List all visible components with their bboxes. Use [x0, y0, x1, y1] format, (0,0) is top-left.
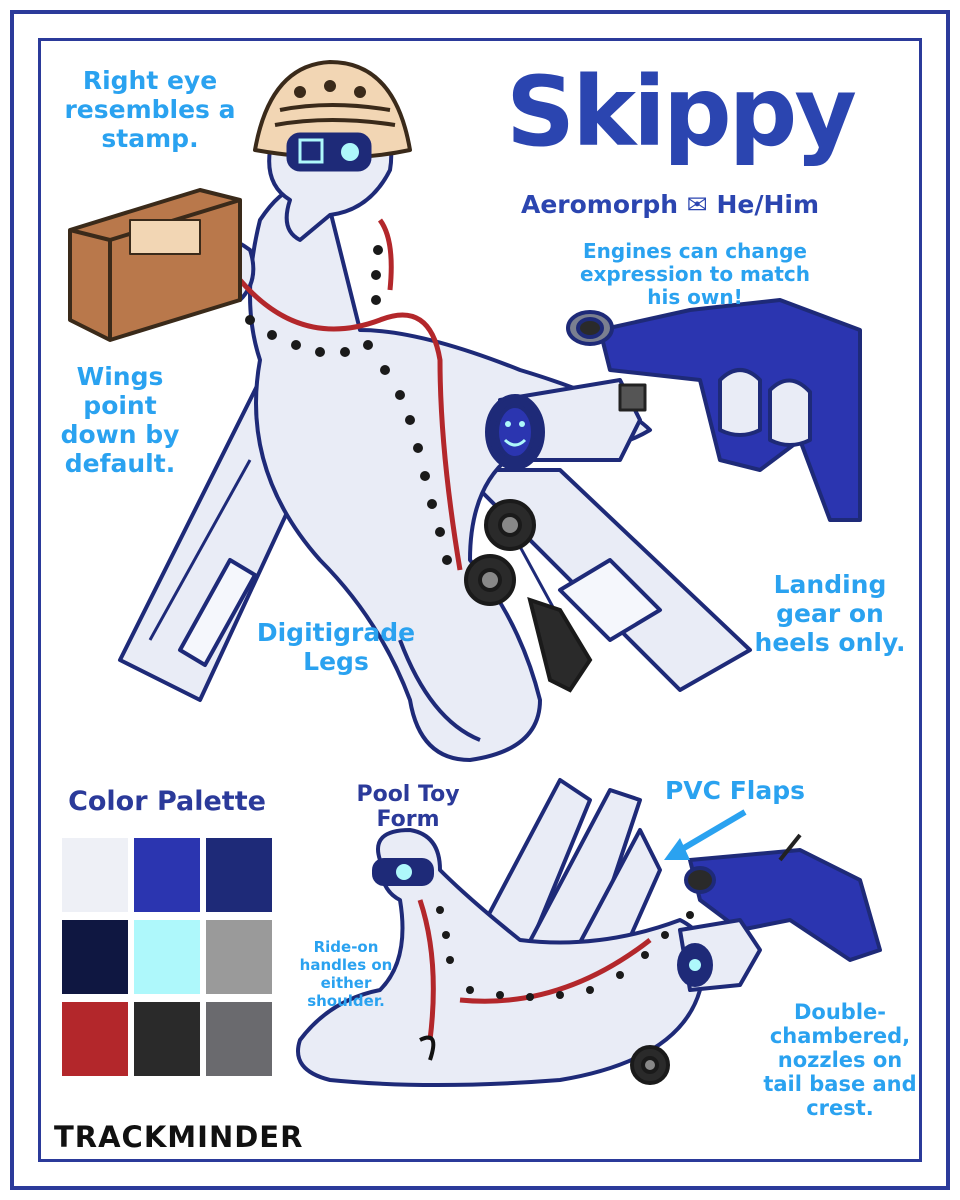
visor	[286, 132, 372, 172]
outer-frame	[10, 10, 950, 1190]
landing-gear	[464, 499, 593, 693]
species-label: Aeromorph	[520, 190, 679, 219]
pool-toy-wheel	[630, 1045, 670, 1085]
palette-title: Color Palette	[68, 786, 266, 817]
pith-helmet	[253, 60, 412, 160]
ride-on-handle	[419, 1035, 436, 1061]
pool-toy-rivets	[436, 906, 694, 1001]
palette-swatch	[62, 920, 128, 994]
pvc-arrow-head	[664, 838, 690, 860]
pool-toy-visor	[372, 858, 434, 886]
character-name: Skippy	[506, 56, 857, 168]
tail	[566, 298, 862, 522]
note-engines: Engines can change expression to match h…	[579, 239, 811, 309]
palette-swatch	[206, 838, 272, 912]
rivets	[223, 245, 452, 565]
palette-swatch	[62, 1002, 128, 1076]
character-subtitle: Aeromorph ✉ He/Him	[490, 190, 850, 219]
pool-toy-tail	[684, 833, 882, 962]
note-landing-gear: Landing gear on heels only.	[754, 570, 906, 657]
note-digitigrade-legs: Digitigrade Legs	[256, 618, 416, 676]
note-right-eye: Right eye resembles a stamp.	[64, 66, 236, 153]
note-pvc-flaps: PVC Flaps	[664, 776, 805, 805]
artist-signature: TRACKMINDER	[54, 1120, 304, 1154]
palette-swatch	[62, 838, 128, 912]
note-pool-toy-form: Pool Toy Form	[356, 782, 460, 832]
note-ride-on-handles: Ride-on handles on either shoulder.	[299, 938, 393, 1010]
palette-swatch	[206, 1002, 272, 1076]
envelope-icon: ✉	[686, 190, 708, 219]
pool-toy-body	[296, 828, 762, 1087]
pronouns-label: He/Him	[716, 190, 819, 219]
palette-swatch	[134, 1002, 200, 1076]
note-wings: Wings point down by default.	[60, 362, 180, 478]
engine	[485, 378, 647, 470]
palette-swatch	[134, 838, 200, 912]
palette-swatch	[134, 920, 200, 994]
note-double-chambered: Double-chambered, nozzles on tail base a…	[763, 1000, 917, 1120]
package	[68, 188, 242, 342]
inner-frame	[38, 38, 922, 1162]
palette-swatch	[206, 920, 272, 994]
